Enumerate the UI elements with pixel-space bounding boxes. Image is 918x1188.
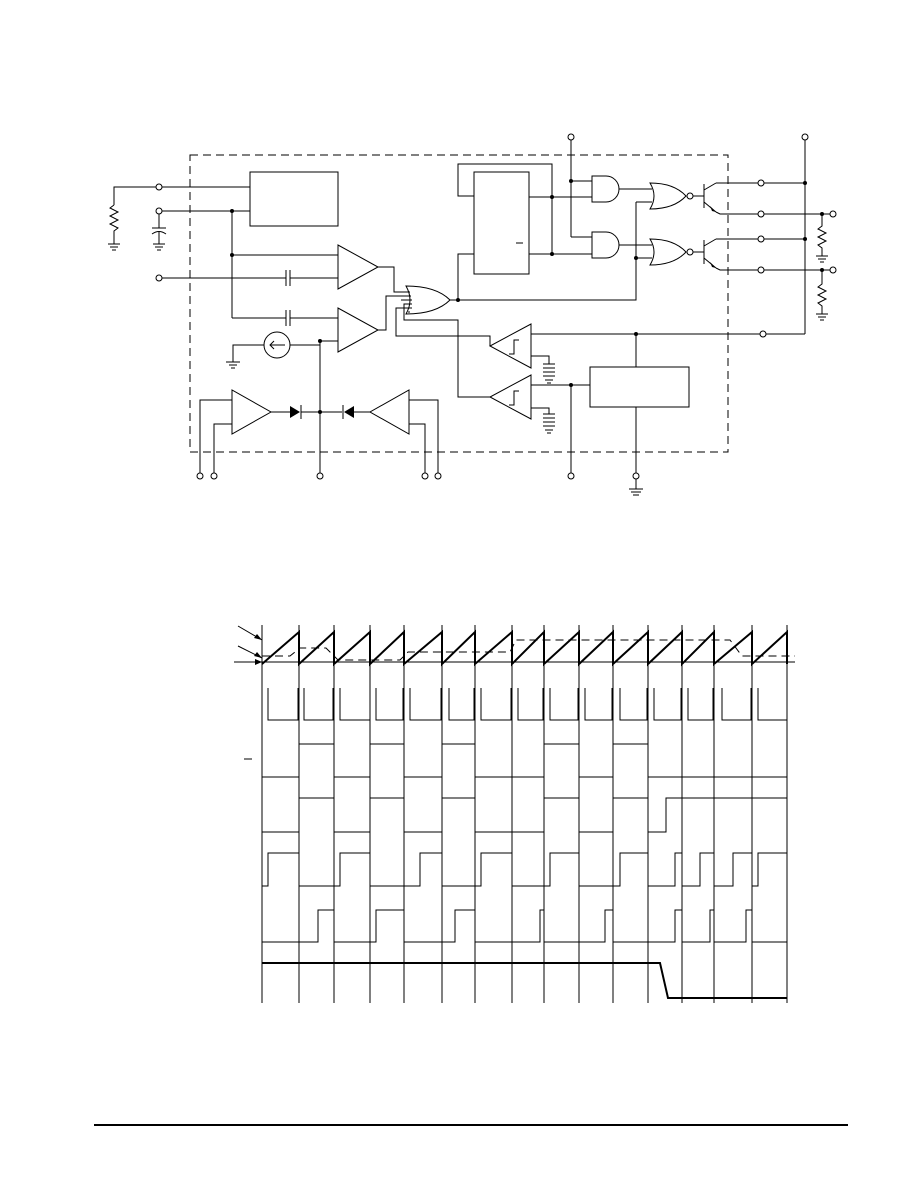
current-source [226,331,320,369]
oscillator-ramp [261,629,788,667]
ct-input [151,207,250,251]
flip-flop-q [262,743,787,778]
flip-flop-qbar [262,797,787,833]
dead-time-threshold [262,639,795,661]
footer-rule [94,1124,848,1126]
or-gate [405,285,451,315]
enable-signal [262,962,787,999]
hysteresis-comparator-1 [488,323,532,369]
diode-1 [290,406,300,418]
timing-waves [261,629,795,999]
output-b [262,909,787,943]
waveform-pointers [234,625,263,760]
error-amp-1 [231,389,273,435]
diode-2 [344,406,354,418]
rt-input [108,183,250,251]
error-amp-2 [368,389,410,435]
flip-flop [473,171,530,275]
and-gate-1 [591,175,620,203]
and-gate-2 [591,231,620,259]
comparator-upper [337,244,380,290]
clock-pulses [267,688,788,721]
nor-gate-1 [649,182,687,210]
nor-gate-2 [649,238,687,266]
hysteresis-comparator-2 [488,374,532,420]
output-transistor-1 [693,179,765,218]
timing-grid [261,625,788,1003]
block-diagram [108,133,837,496]
ic-boundary [189,154,729,453]
oscillator-block [249,171,339,227]
comparator-lower [337,307,380,353]
reference-regulator [589,366,690,408]
output-a [262,852,787,887]
